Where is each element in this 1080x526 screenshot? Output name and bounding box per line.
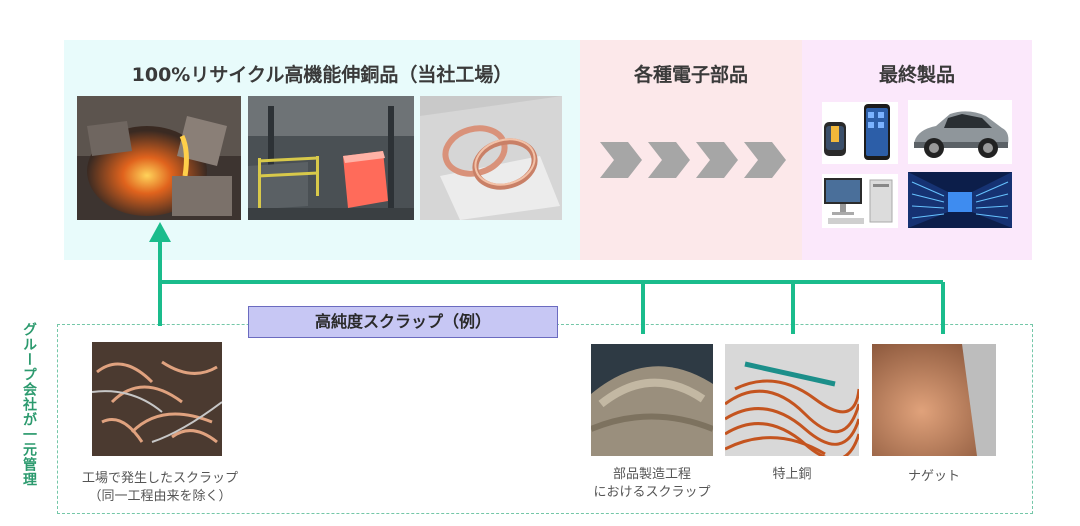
chevron-right-icon: [648, 142, 690, 178]
casting-line-photo: [248, 96, 414, 220]
parts-scrap-photo: [591, 344, 713, 456]
copper-rings-photo: [420, 96, 562, 220]
group-management-label: グループ会社が一元管理: [21, 322, 37, 487]
factory-scrap-caption: 工場で発生したスクラップ （同一工程由来を除く）: [81, 471, 238, 504]
chevron-right-icon: [600, 142, 642, 178]
final-panel-title: 最終製品: [878, 64, 955, 86]
parts-scrap-caption: 部品製造工程 におけるスクラップ: [593, 467, 711, 500]
premium-copper-photo: [725, 344, 859, 456]
flow-chevron-icons: [600, 142, 786, 178]
smartphone-watch-icon: [822, 102, 898, 164]
molten-copper-photo: [77, 96, 241, 220]
factory-scrap-photo: [92, 342, 222, 456]
chevron-right-icon: [696, 142, 738, 178]
car-icon: [908, 100, 1012, 164]
premium-copper-caption: 特上銅: [772, 467, 812, 482]
arrow-up-icon: [149, 222, 171, 242]
chevron-right-icon: [744, 142, 786, 178]
data-center-icon: [908, 172, 1012, 228]
nugget-caption: ナゲット: [907, 469, 960, 484]
parts-panel-title: 各種電子部品: [633, 64, 748, 86]
copper-nugget-photo: [872, 344, 996, 456]
recycle-panel-title: 100%リサイクル高機能伸銅品（当社工場）: [131, 64, 513, 86]
desktop-computer-icon: [822, 174, 898, 228]
high-purity-scrap-label: 高純度スクラップ（例）: [248, 306, 558, 338]
